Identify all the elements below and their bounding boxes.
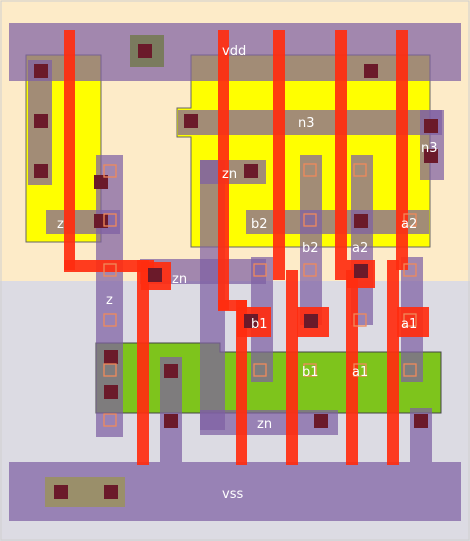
poly-z-jog: [64, 260, 154, 272]
label-n3-top: n3: [298, 116, 315, 131]
via: [403, 213, 417, 227]
poly-a1-lower: [387, 260, 399, 465]
poly-z-down: [137, 260, 149, 465]
label-b1-pin: b1: [251, 317, 268, 332]
contact: [424, 149, 438, 163]
poly-gate-n3: [335, 30, 347, 280]
contact-layer: [34, 44, 438, 499]
via: [103, 363, 117, 377]
contact: [104, 485, 118, 499]
via: [103, 413, 117, 427]
contact: [138, 44, 152, 58]
vdd-rail: [9, 23, 461, 81]
via: [303, 263, 317, 277]
via: [103, 313, 117, 327]
poly-zn-upper: [218, 30, 229, 310]
poly-gate-z: [64, 30, 75, 270]
metal-b2-pin: [300, 155, 322, 325]
via: [353, 313, 367, 327]
label-b1-diff: b1: [302, 365, 319, 380]
metal-ndiff-left-tap: [160, 357, 182, 462]
via: [303, 363, 317, 377]
label-vss: vss: [222, 487, 243, 502]
label-a2-pin: a2: [352, 241, 368, 256]
contact: [34, 114, 48, 128]
via: [353, 163, 367, 177]
contact: [34, 64, 48, 78]
contact: [54, 485, 68, 499]
poly-gate-a1: [396, 30, 408, 270]
poly-gate-b2: [273, 30, 285, 280]
contact: [148, 268, 162, 282]
via: [253, 363, 267, 377]
contact: [364, 64, 378, 78]
poly-n3-lower: [346, 270, 358, 465]
label-vdd: vdd: [222, 44, 246, 59]
via: [303, 213, 317, 227]
poly-layer: [64, 30, 429, 465]
via: [353, 363, 367, 377]
contact: [104, 385, 118, 399]
via: [303, 163, 317, 177]
contact: [304, 314, 318, 328]
net-labels: vdd n3 n3 zn z b2 a2 b2 a2 zn z b1 a1 b1…: [57, 44, 438, 502]
label-z-pin: z: [106, 293, 113, 308]
via-layer: [103, 163, 417, 427]
via: [253, 263, 267, 277]
contact: [34, 164, 48, 178]
label-b2-diff: b2: [251, 217, 268, 232]
label-b2-pin: b2: [302, 241, 319, 256]
label-a1-pin: a1: [401, 317, 417, 332]
contact: [314, 414, 328, 428]
contact: [94, 175, 108, 189]
label-a1-diff: a1: [352, 365, 368, 380]
via: [103, 263, 117, 277]
via: [103, 164, 117, 178]
contact: [164, 364, 178, 378]
label-zn-mid: zn: [172, 272, 187, 287]
contact: [244, 164, 258, 178]
label-z-diff: z: [57, 217, 64, 232]
via: [103, 213, 117, 227]
contact: [424, 119, 438, 133]
contact: [104, 350, 118, 364]
via: [403, 263, 417, 277]
label-zn-upper: zn: [222, 167, 237, 182]
poly-zn-lower: [236, 300, 247, 465]
contact: [184, 114, 198, 128]
contact: [244, 314, 258, 328]
label-n3-right: n3: [421, 141, 438, 156]
via: [403, 313, 417, 327]
label-zn-lower: zn: [257, 417, 272, 432]
contact: [354, 214, 368, 228]
poly-b2-lower: [286, 270, 298, 465]
contact: [414, 414, 428, 428]
poly-a1-pad: [397, 307, 429, 337]
contact: [164, 414, 178, 428]
contact: [354, 264, 368, 278]
label-a2-right: a2: [401, 217, 417, 232]
poly-zn-jog: [218, 300, 247, 311]
via: [403, 363, 417, 377]
